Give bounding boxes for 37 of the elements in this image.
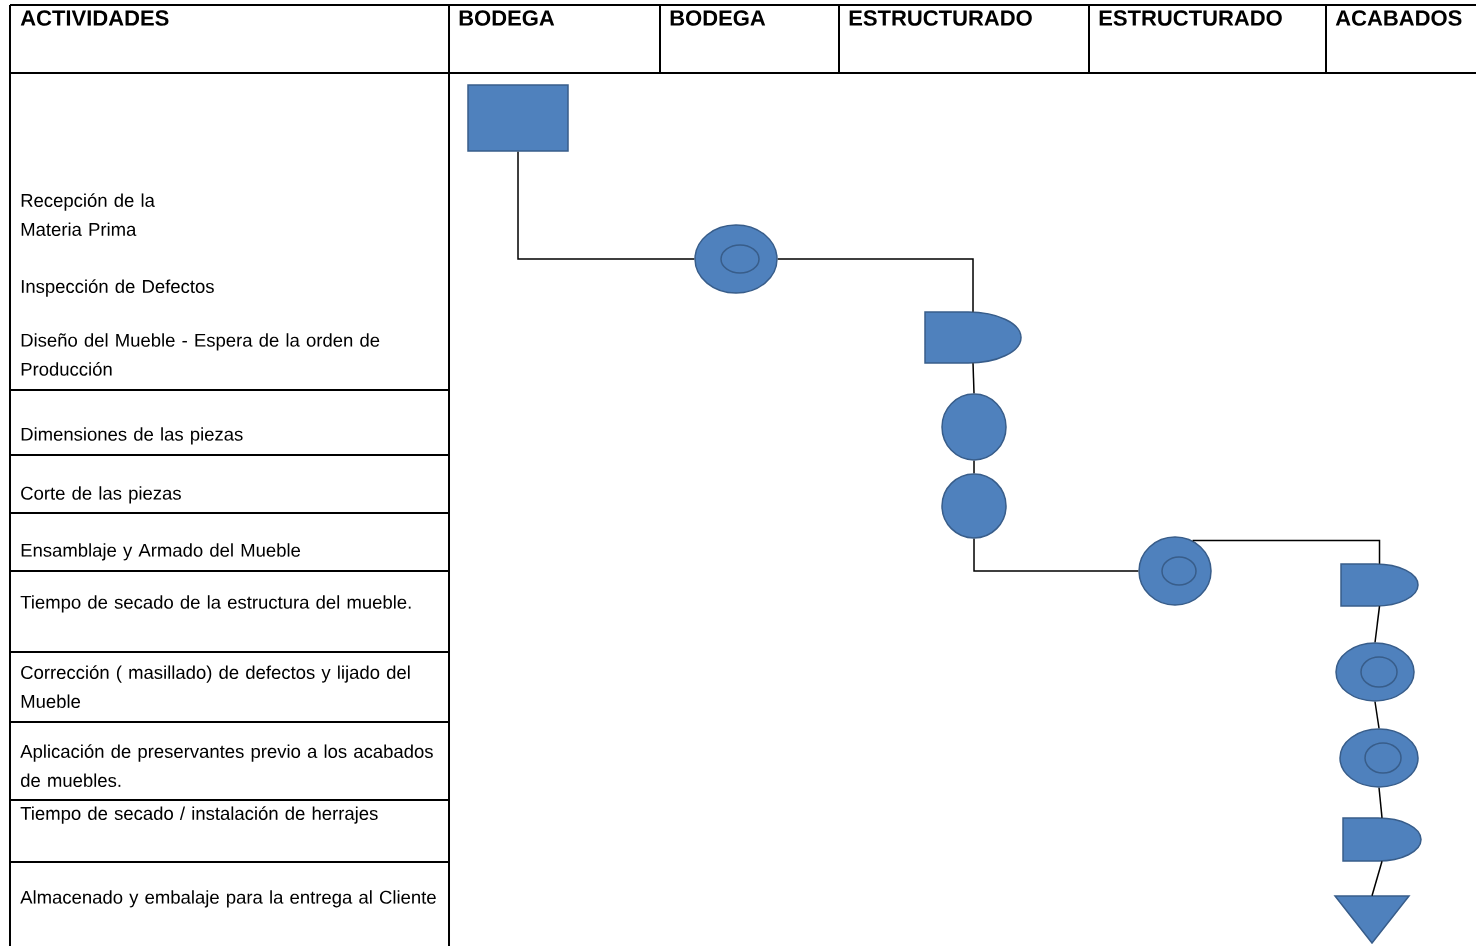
activity-text: Almacenado y embalaje para la entrega al Cliente (20, 890, 436, 908)
connector-line (1371, 860, 1383, 897)
operation-circle (1339, 728, 1419, 788)
column-header: ACABADOS (1335, 10, 1462, 26)
connector-line (1374, 605, 1381, 643)
operation-circle (941, 393, 1007, 461)
activity-text: Corte de las piezas (21, 486, 181, 504)
activity-text: Recepción de la Materia Prima (21, 193, 155, 236)
connector-line (973, 538, 1139, 572)
activity-text: Tiempo de secado de la estructura del mueble. (20, 595, 411, 613)
delay-symbol (1342, 817, 1422, 862)
column-header: ESTRUCTURADO (1099, 10, 1282, 26)
connector-line (1378, 787, 1383, 819)
connector-line (1191, 539, 1381, 565)
connector-line (777, 258, 974, 313)
operation-circle (1138, 536, 1212, 606)
process-rectangle (467, 84, 569, 152)
activity-text: Tiempo de secado / instalación de herrajes (20, 806, 378, 824)
delay-symbol (1340, 563, 1419, 607)
column-header: BODEGA (459, 10, 555, 26)
activity-text: Dimensiones de las piezas (21, 427, 243, 445)
operation-circle (694, 224, 778, 294)
activity-text: Inspección de Defectos (21, 279, 214, 297)
column-header: ACTIVIDADES (20, 10, 169, 26)
column-header: BODEGA (670, 10, 766, 26)
operation-circle (941, 473, 1007, 539)
activity-text: Corrección ( masillado) de defectos y lijado del Mueble (21, 665, 410, 708)
connector-line (973, 460, 975, 474)
delay-symbol (924, 311, 1022, 364)
column-header: ESTRUCTURADO (849, 10, 1032, 26)
connector-line (517, 151, 695, 260)
connector-line (972, 362, 975, 394)
activity-text: Ensamblaje y Armado del Mueble (21, 543, 301, 561)
operation-circle (1335, 642, 1415, 702)
activity-text: Aplicación de preservantes previo a los acabados de muebles. (20, 744, 433, 787)
connector-line (1374, 701, 1380, 729)
activity-text: Diseño del Mueble - Espera de la orden de Producción (21, 333, 380, 376)
